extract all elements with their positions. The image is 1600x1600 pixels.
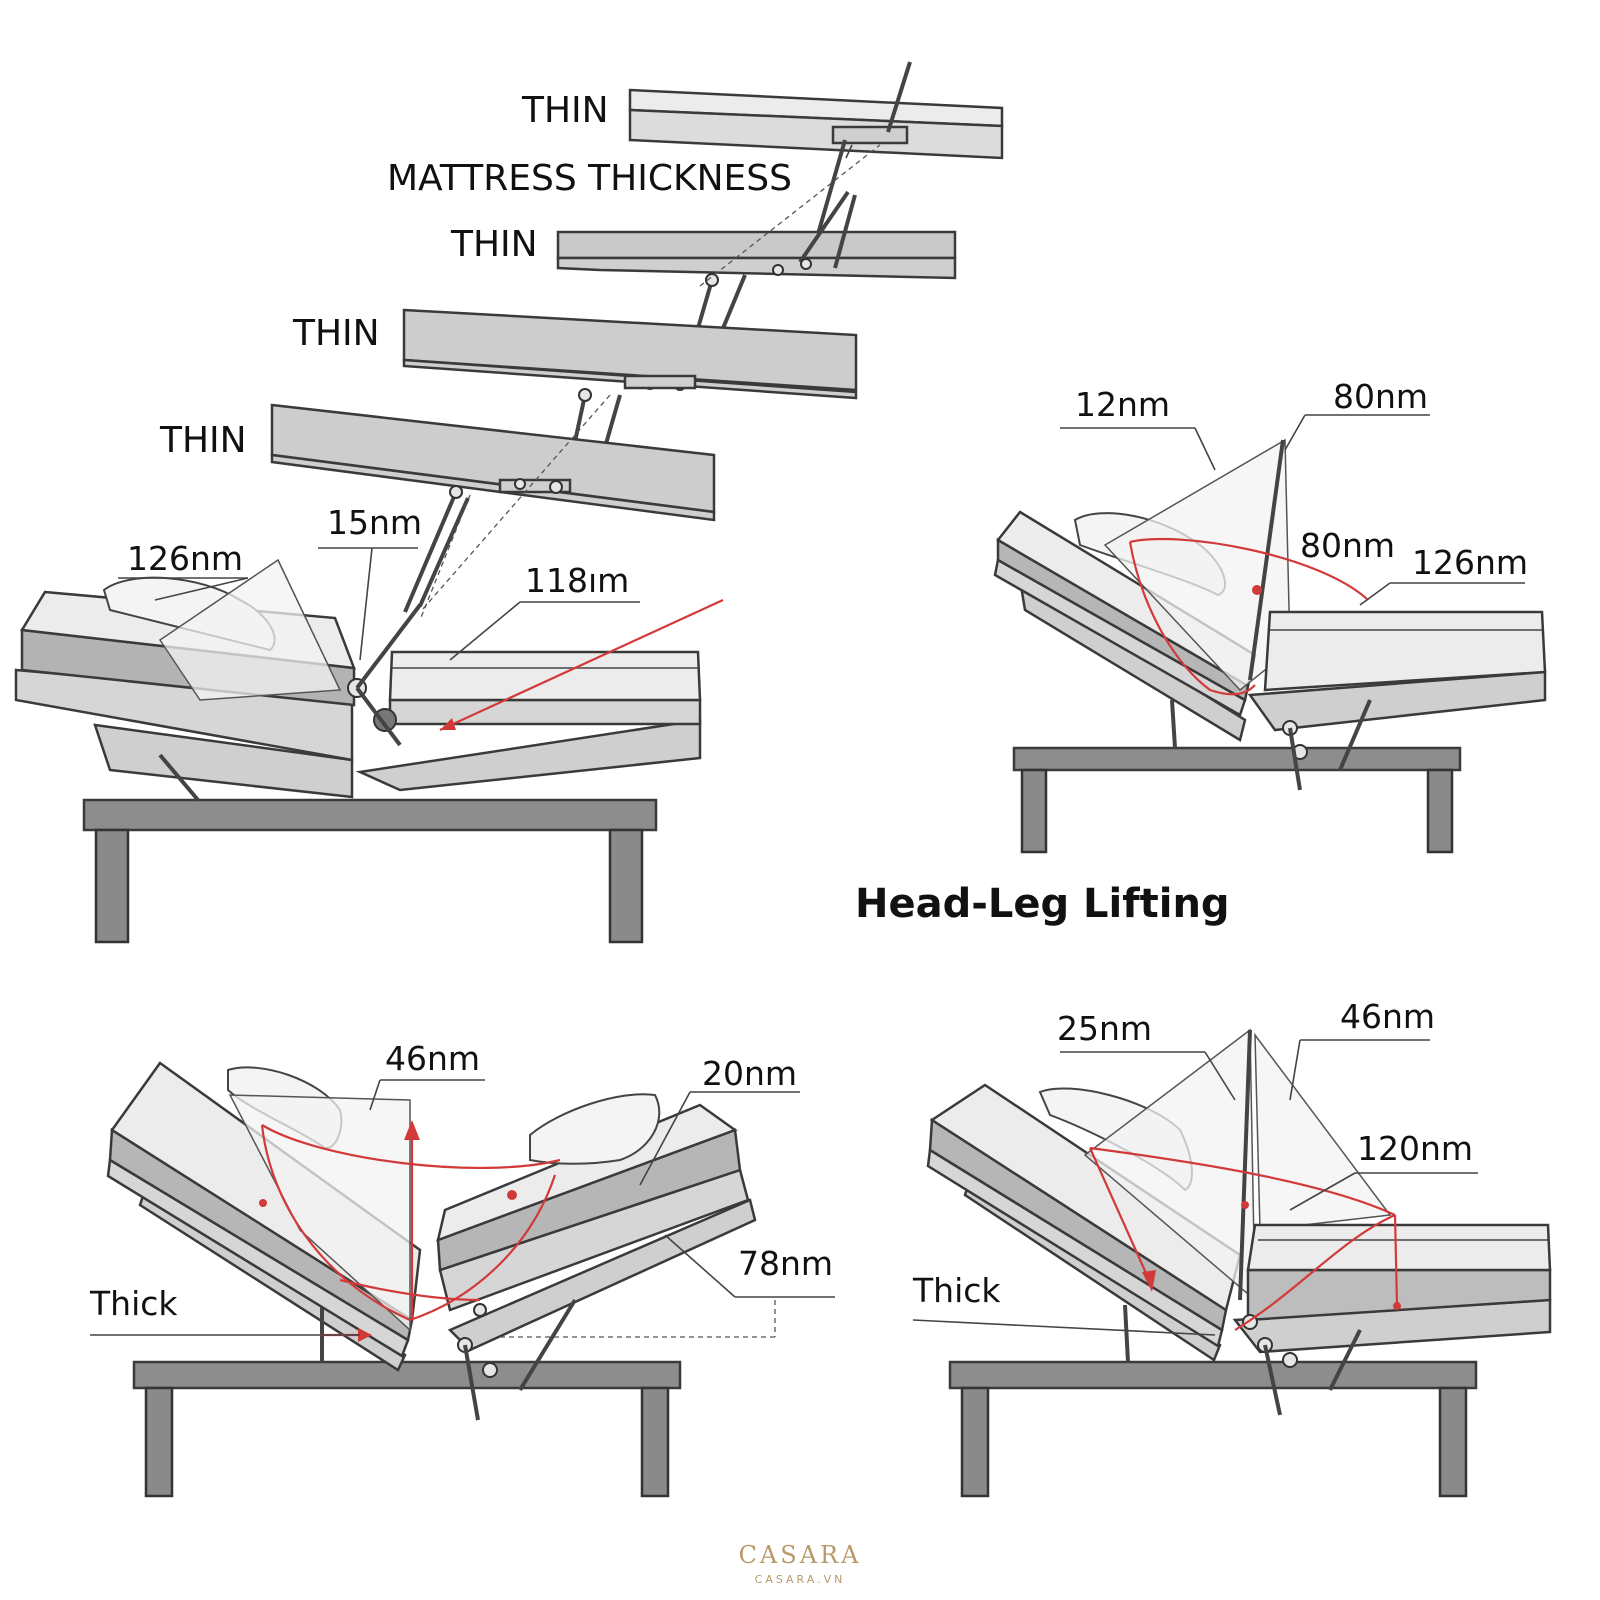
bed-top-left	[14, 547, 724, 944]
watermark-brand: CASARA	[739, 1541, 862, 1569]
label-thin-4: THIN	[159, 420, 247, 461]
label-126nm-top-right: 126nm	[1412, 543, 1528, 582]
bed-top-right	[993, 414, 1547, 854]
watermark-logo: CASARA CASARA.VN	[739, 1541, 862, 1586]
bed-bottom-left	[90, 1061, 835, 1498]
label-15nm: 15nm	[327, 503, 422, 542]
title-head-leg-lifting: Head-Leg Lifting	[855, 881, 1230, 927]
label-20nm: 20nm	[702, 1054, 797, 1093]
label-thin-3: THIN	[292, 313, 380, 354]
watermark-url: CASARA.VN	[755, 1573, 846, 1586]
mattress-panel-3	[402, 308, 858, 489]
label-118nm: 118ım	[525, 561, 629, 600]
label-thin-1: THIN	[521, 90, 609, 131]
label-25nm: 25nm	[1057, 1009, 1152, 1048]
mattress-panel-1	[628, 61, 1004, 256]
mattress-panel-4	[270, 144, 881, 621]
label-thick-bottom-right: Thick	[912, 1271, 1001, 1310]
mattress-panel-2	[556, 190, 957, 391]
label-46nm-bottom-left: 46nm	[385, 1039, 480, 1078]
bed-bottom-right	[912, 1028, 1552, 1498]
label-thick-bottom-left: Thick	[89, 1284, 178, 1323]
label-126nm-top-left: 126nm	[127, 539, 243, 578]
stacked-mattress-panels	[270, 61, 1004, 621]
label-12nm: 12nm	[1075, 385, 1170, 424]
label-46nm-bottom-right: 46nm	[1340, 997, 1435, 1036]
label-78nm: 78nm	[738, 1244, 833, 1283]
label-80nm-mid: 80nm	[1300, 526, 1395, 565]
label-mattress-thickness: MATTRESS THICKNESS	[387, 158, 792, 199]
label-thin-2: THIN	[450, 224, 538, 265]
label-80nm-top: 80nm	[1333, 377, 1428, 416]
label-120nm: 120nm	[1357, 1129, 1473, 1168]
